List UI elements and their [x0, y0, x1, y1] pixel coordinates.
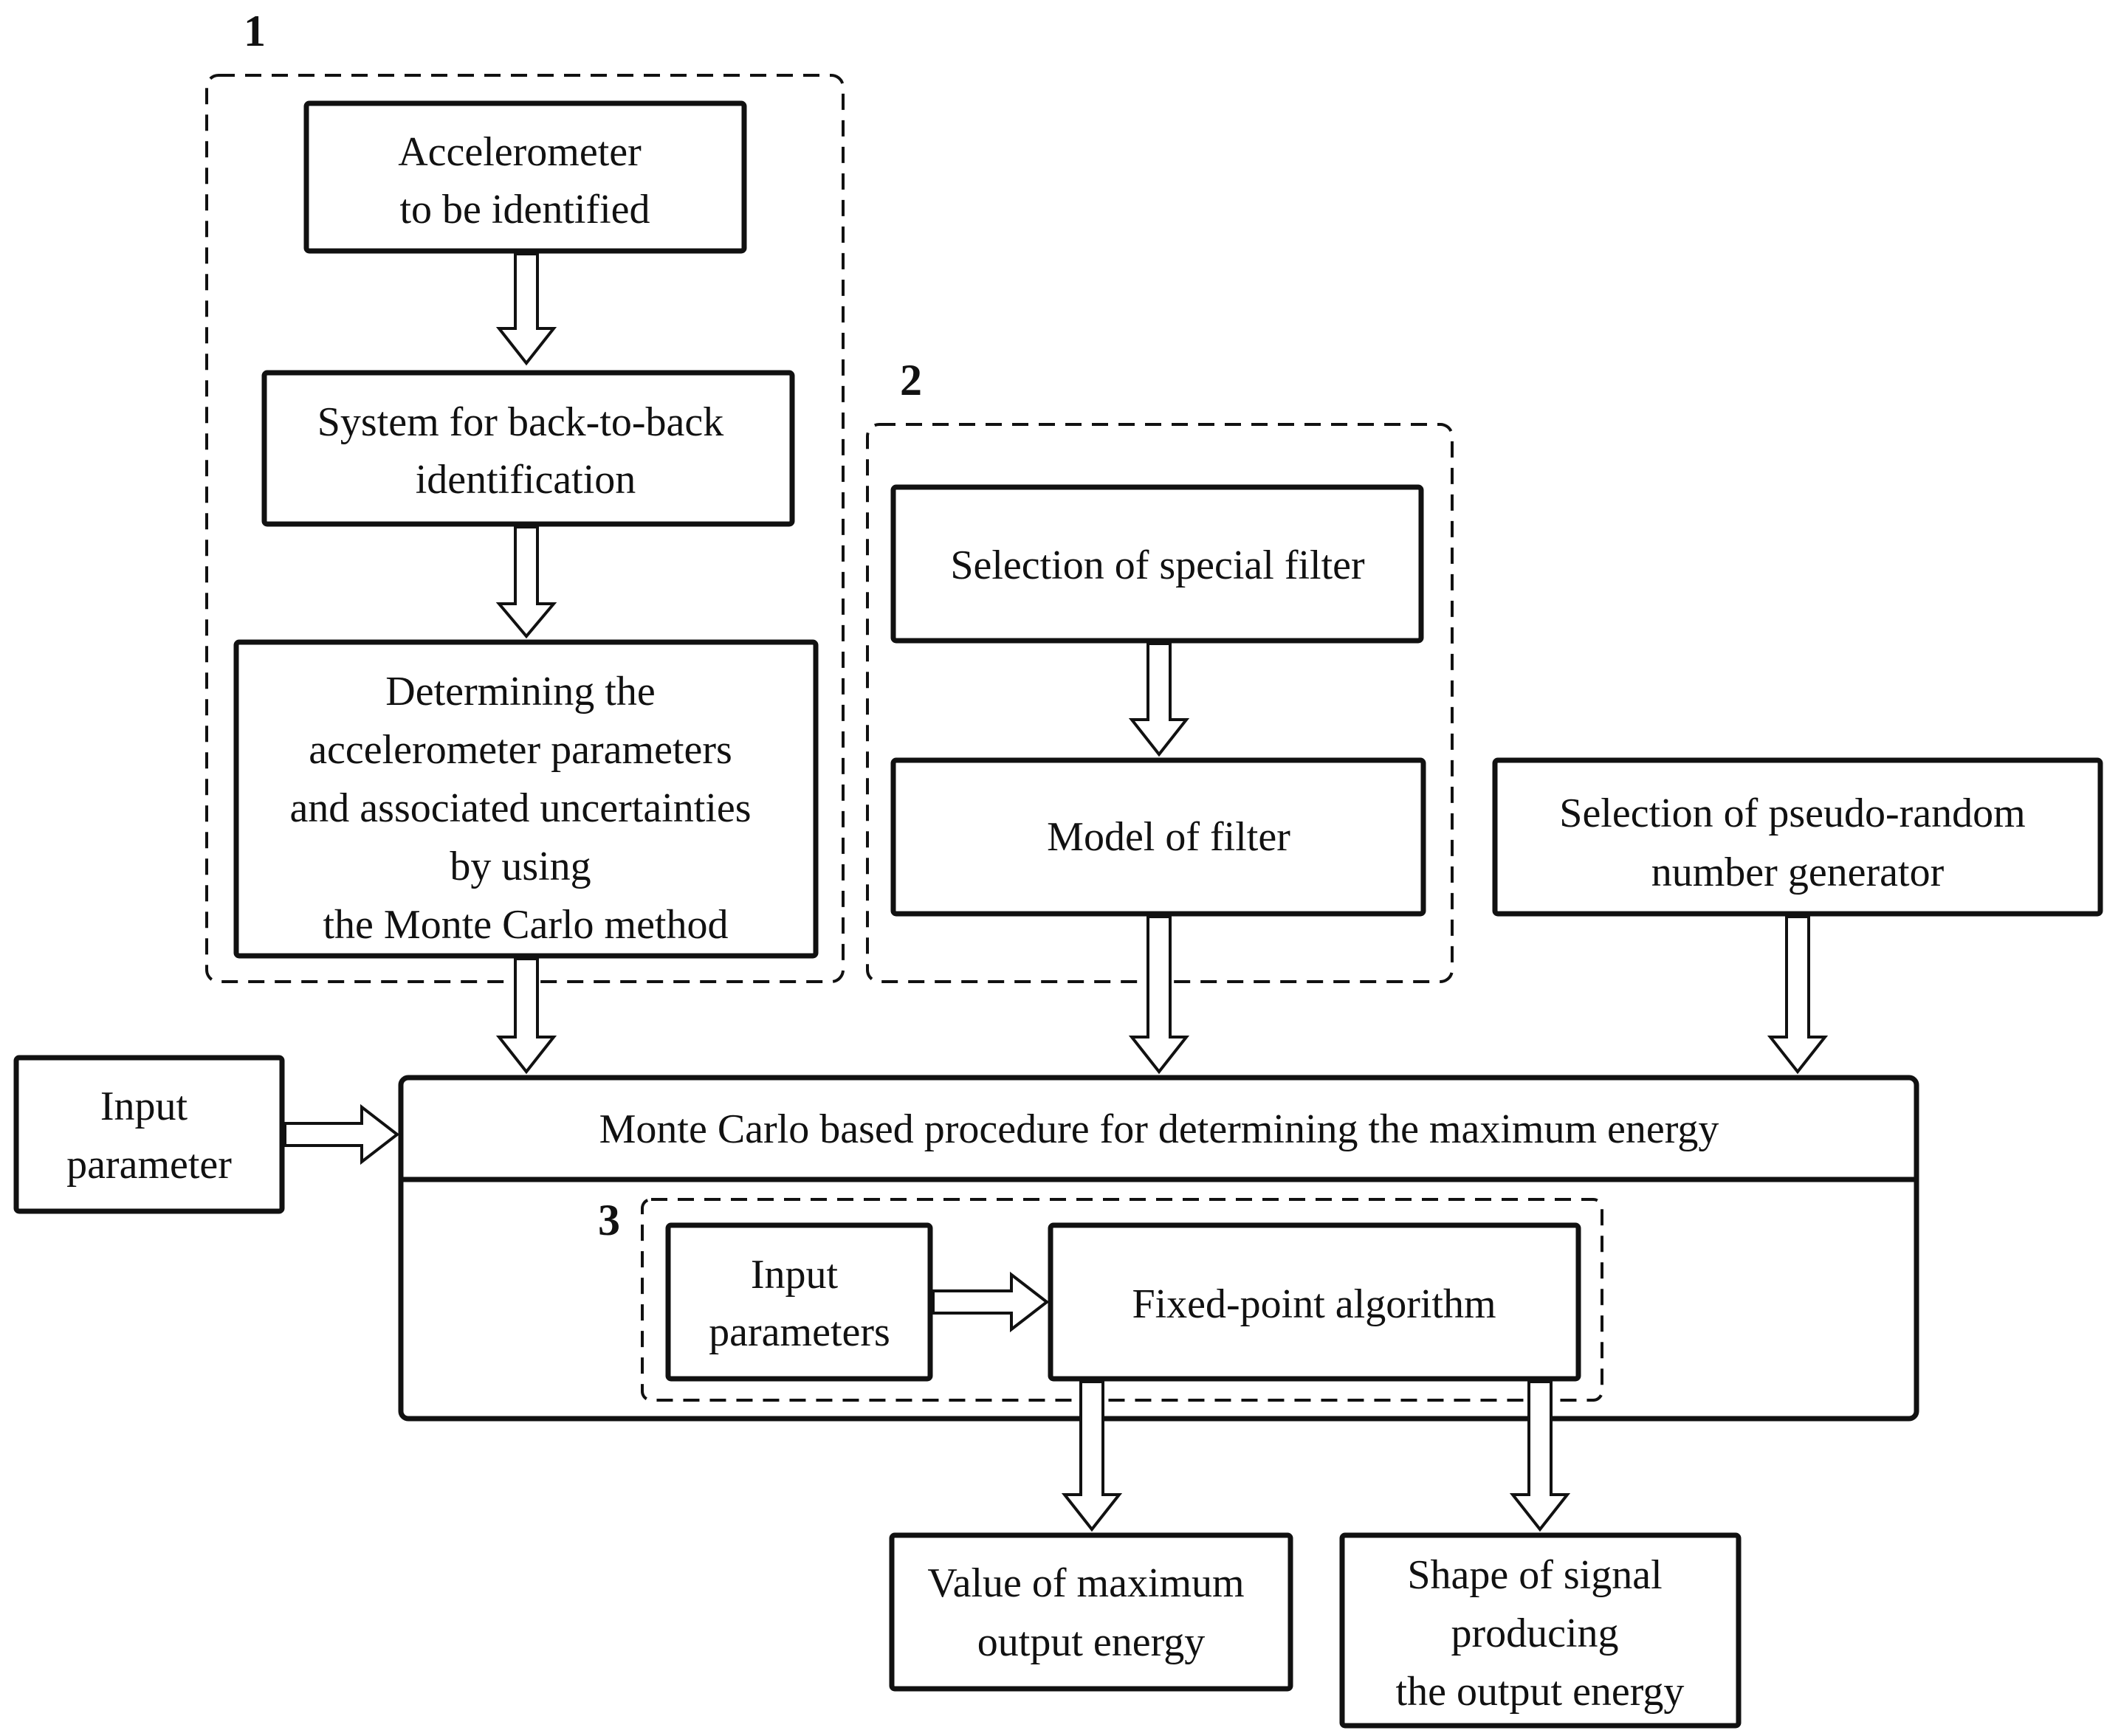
accelerometer-box — [303, 100, 747, 254]
input-parameter-box — [13, 1055, 285, 1214]
arrow-input-parameters-to-fixed-point — [932, 1271, 1050, 1333]
shape-signal-text: Shape of signal producing the output ene… — [1396, 1552, 1685, 1715]
arrow-fixed-point-to-value — [1061, 1380, 1123, 1532]
arrow-special-filter-to-model — [1128, 642, 1190, 757]
prng-selection-box — [1492, 757, 2103, 917]
value-max-energy-box — [889, 1532, 1293, 1692]
back-to-back-text: System for back-to-back identification — [317, 399, 734, 503]
arrow-determining-to-monte-carlo — [495, 957, 557, 1075]
arrow-model-filter-to-monte-carlo — [1128, 915, 1190, 1075]
arrow-accelerometer-to-system — [495, 252, 557, 366]
model-of-filter-box — [890, 757, 1426, 917]
determining-text: Determining the accelerometer parameters… — [289, 669, 761, 948]
determining-parameters-box — [233, 639, 819, 959]
special-filter-text: Selection of special filter — [950, 542, 1365, 588]
special-filter-box — [890, 484, 1424, 644]
accelerometer-text: Accelerometer to be identified — [398, 129, 652, 232]
input-parameters-text: Input parameters — [709, 1252, 890, 1355]
prng-text: Selection of pseudo-random number genera… — [1559, 790, 2035, 895]
back-to-back-system-box — [261, 370, 795, 527]
group-3-label: 3 — [598, 1196, 620, 1244]
input-parameter-text: Input parameter — [66, 1084, 232, 1188]
value-max-text: Value of maximum output energy — [927, 1560, 1254, 1665]
input-parameters-box — [665, 1222, 933, 1382]
group-1-label: 1 — [244, 7, 266, 55]
monte-carlo-text: Monte Carlo based procedure for determin… — [599, 1106, 1719, 1152]
arrow-fixed-point-to-shape — [1509, 1380, 1571, 1532]
fixed-point-text: Fixed-point algorithm — [1132, 1281, 1496, 1327]
fixed-point-algorithm-box — [1048, 1222, 1581, 1382]
arrow-input-parameter-to-monte-carlo — [283, 1103, 400, 1165]
group-2-label: 2 — [900, 356, 922, 404]
arrow-system-to-determining — [495, 526, 557, 639]
shape-of-signal-box — [1339, 1532, 1742, 1729]
arrow-prng-to-monte-carlo — [1767, 915, 1829, 1075]
group-3-container — [641, 1198, 1603, 1402]
model-of-filter-text: Model of filter — [1047, 814, 1290, 860]
